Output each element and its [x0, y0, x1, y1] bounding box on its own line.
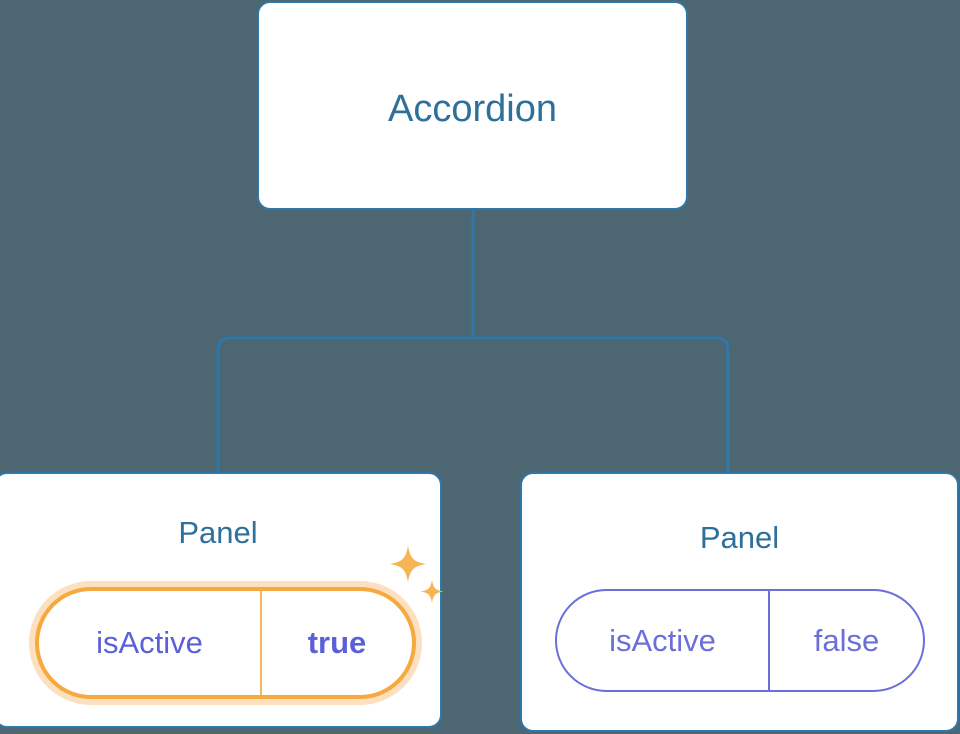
edge-split-bar [216, 336, 730, 472]
prop-key-label: isActive [39, 591, 262, 695]
prop-value-label: true [307, 625, 367, 660]
node-accordion[interactable] [257, 1, 688, 210]
node-panel-left-title: Panel [178, 515, 258, 550]
prop-pill-isactive-true[interactable]: isActive true [35, 587, 416, 699]
node-accordion-title: Accordion [388, 88, 557, 130]
prop-key-label: isActive [557, 591, 770, 690]
node-panel-right-title: Panel [699, 520, 780, 555]
prop-pill-isactive-false[interactable]: isActive false [555, 589, 925, 692]
prop-value-label: false [813, 622, 880, 658]
